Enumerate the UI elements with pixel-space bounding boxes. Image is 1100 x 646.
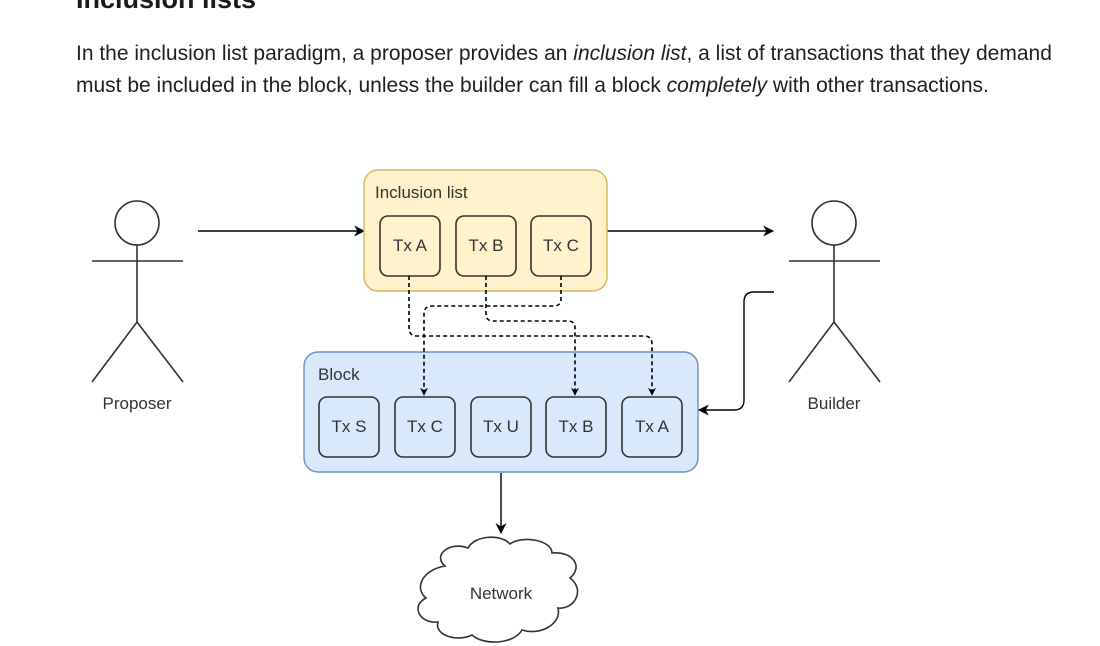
paragraph-emphasis-completely: completely — [666, 74, 768, 97]
network-cloud-icon — [417, 536, 579, 643]
network-label: Network — [470, 584, 533, 603]
inclusion-list-tx-a: Tx A — [379, 215, 441, 277]
builder-label: Builder — [808, 394, 861, 413]
block-tx-a-label: Tx A — [635, 417, 670, 436]
inclusion-list-title: Inclusion list — [375, 183, 468, 202]
block-tx-u-label: Tx U — [483, 417, 519, 436]
block-title: Block — [318, 365, 360, 384]
paragraph-text-3: with other transactions. — [767, 74, 989, 97]
block-tx-b: Tx B — [545, 396, 607, 458]
inclusion-list-tx-c-label: Tx C — [543, 236, 579, 255]
block-tx-s: Tx S — [318, 396, 380, 458]
inclusion-list-tx-a-label: Tx A — [393, 236, 428, 255]
block-tx-b-label: Tx B — [559, 417, 594, 436]
block-tx-a: Tx A — [621, 396, 683, 458]
builder-actor-icon — [788, 200, 881, 383]
inclusion-list-container: Inclusion list Tx A Tx B Tx C — [363, 169, 608, 292]
inclusion-list-tx-c: Tx C — [530, 215, 592, 277]
block-tx-c-label: Tx C — [407, 417, 443, 436]
section-heading: Inclusion lists — [76, 0, 256, 15]
block-container: Block Tx S Tx C Tx U Tx B Tx A — [303, 351, 699, 473]
section-paragraph: In the inclusion list paradigm, a propos… — [76, 38, 1066, 102]
inclusion-list-tx-b: Tx B — [455, 215, 517, 277]
block-tx-s-label: Tx S — [332, 417, 367, 436]
block-tx-u: Tx U — [470, 396, 532, 458]
tx-a-mapping-arrow — [408, 276, 656, 396]
inclusion-list-tx-b-label: Tx B — [469, 236, 504, 255]
paragraph-emphasis-inclusion-list: inclusion list — [573, 42, 687, 65]
builder-to-block-arrow — [697, 291, 774, 416]
proposer-actor-icon — [91, 200, 184, 383]
tx-b-mapping-arrow — [485, 276, 579, 396]
paragraph-text-2: , a list of transactions that they deman… — [76, 42, 1052, 97]
block-tx-c: Tx C — [394, 396, 456, 458]
proposer-label: Proposer — [103, 394, 172, 413]
paragraph-text-1: In the inclusion list paradigm, a propos… — [76, 42, 574, 65]
